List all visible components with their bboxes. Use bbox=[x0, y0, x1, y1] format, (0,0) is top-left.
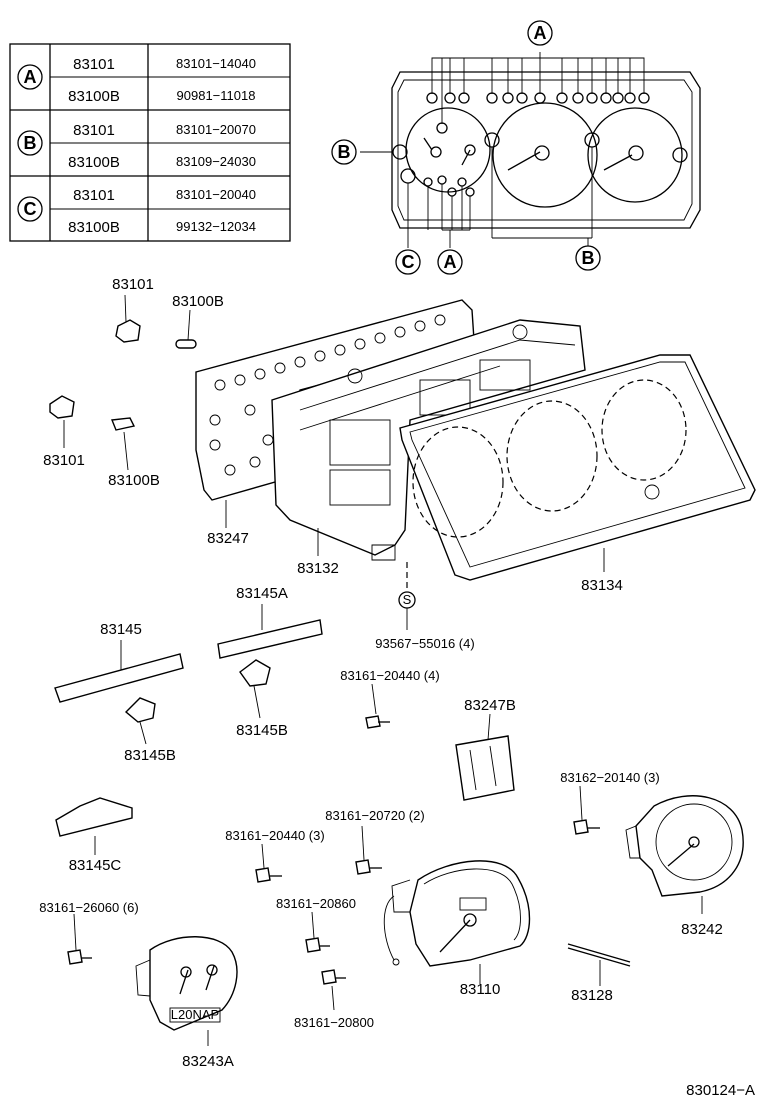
label-screw-83161-20440-3: 83161−20440 (3) bbox=[225, 828, 324, 843]
svg-text:A: A bbox=[444, 252, 457, 272]
shaft-83128 bbox=[567, 943, 631, 986]
svg-text:S: S bbox=[403, 592, 412, 607]
gauge-mark-text: L20NAP bbox=[171, 1007, 219, 1022]
label-83100b-bottom: 83100B bbox=[108, 472, 160, 489]
label-83145b-mid: 83145B bbox=[236, 722, 288, 739]
callout-a-bottom: A bbox=[437, 249, 463, 275]
callout-b-bottom: B bbox=[575, 245, 601, 271]
bulb-83100b-bottom bbox=[111, 417, 136, 471]
speedometer-83110 bbox=[383, 860, 531, 984]
label-83100b-top: 83100B bbox=[172, 293, 224, 310]
socket-83101-bottom bbox=[49, 395, 75, 448]
label-screw-83161-20860: 83161−20860 bbox=[276, 896, 356, 911]
screw-83162-20140 bbox=[573, 785, 600, 835]
bracket-83145c bbox=[55, 797, 133, 855]
screw-83161-20800 bbox=[321, 969, 346, 1011]
label-83134: 83134 bbox=[581, 577, 623, 594]
label-83145: 83145 bbox=[100, 621, 142, 638]
legend-key-c-letter: C bbox=[24, 199, 37, 219]
label-screw-83161-20720: 83161−20720 (2) bbox=[325, 808, 424, 823]
legend-row-number: 83101−20070 bbox=[176, 122, 256, 137]
legend-row-number: 83109−24030 bbox=[176, 154, 256, 169]
label-83132: 83132 bbox=[297, 560, 339, 577]
svg-text:A: A bbox=[534, 23, 547, 43]
label-83145b-left: 83145B bbox=[124, 747, 176, 764]
plate-83145 bbox=[54, 640, 184, 703]
screw-83161-20440-4 bbox=[365, 683, 390, 729]
label-screw-83161-26060: 83161−26060 (6) bbox=[39, 900, 138, 915]
legend-row-part: 83100B bbox=[68, 88, 120, 105]
svg-text:B: B bbox=[338, 142, 351, 162]
label-83128: 83128 bbox=[571, 987, 613, 1004]
legend-row-part: 83101 bbox=[73, 122, 115, 139]
legend-row-number: 90981−11018 bbox=[177, 88, 256, 103]
cap-83145b-mid bbox=[239, 659, 271, 719]
legend-key-a: A bbox=[17, 64, 43, 90]
drawing-code: 830124−A bbox=[686, 1082, 755, 1099]
label-83145c: 83145C bbox=[69, 857, 122, 874]
legend-row-part: 83100B bbox=[68, 219, 120, 236]
label-screw-83161-20440-4: 83161−20440 (4) bbox=[340, 668, 439, 683]
label-screw-93567: 93567−55016 (4) bbox=[375, 636, 474, 651]
meter-lens-83134 bbox=[399, 354, 756, 581]
label-screw-83162-20140: 83162−20140 (3) bbox=[560, 770, 659, 785]
callout-b-left: B bbox=[331, 139, 357, 165]
screw-83161-26060 bbox=[67, 913, 92, 965]
legend-row-part: 83100B bbox=[68, 154, 120, 171]
plate-83145a bbox=[217, 604, 323, 659]
label-83101-bottom: 83101 bbox=[43, 452, 85, 469]
legend-table: A B C 83101 83101−14040 83100B 90981−110… bbox=[9, 43, 291, 242]
legend-row-number: 83101−20040 bbox=[176, 187, 256, 202]
socket-83101-top bbox=[115, 294, 141, 343]
label-83247: 83247 bbox=[207, 530, 249, 547]
screw-83161-20720 bbox=[355, 825, 382, 875]
legend-key-a-letter: A bbox=[24, 67, 37, 87]
screw-83161-20860 bbox=[305, 911, 330, 953]
label-83243a: 83243A bbox=[182, 1053, 234, 1070]
tachometer-83242 bbox=[625, 795, 744, 914]
callout-a-top: A bbox=[527, 20, 553, 46]
screw-s-callout: S bbox=[398, 562, 416, 630]
screw-83161-20440-3 bbox=[255, 843, 282, 883]
cap-83145b-left bbox=[124, 697, 156, 745]
label-83145a: 83145A bbox=[236, 585, 288, 602]
meter-case-83132 bbox=[271, 319, 586, 561]
legend-row-part: 83101 bbox=[73, 56, 115, 73]
legend-key-c: C bbox=[17, 196, 43, 222]
svg-text:B: B bbox=[582, 248, 595, 268]
label-screw-83161-20800: 83161−20800 bbox=[294, 1015, 374, 1030]
label-83247b: 83247B bbox=[464, 697, 516, 714]
label-83101-top: 83101 bbox=[112, 276, 154, 293]
bulb-location-view: A B C A B bbox=[331, 20, 701, 275]
fuel-temp-gauge-83243a: L20NAP bbox=[135, 936, 238, 1046]
callout-c-bottom: C bbox=[395, 249, 421, 275]
label-83242: 83242 bbox=[681, 921, 723, 938]
bulb-83100b-top bbox=[175, 309, 197, 349]
legend-key-b-letter: B bbox=[24, 133, 37, 153]
legend-row-number: 83101−14040 bbox=[176, 56, 256, 71]
legend-row-part: 83101 bbox=[73, 187, 115, 204]
label-83110: 83110 bbox=[460, 981, 501, 998]
svg-text:C: C bbox=[402, 252, 415, 272]
circuit-83247b bbox=[455, 713, 515, 801]
legend-key-b: B bbox=[17, 130, 43, 156]
legend-row-number: 99132−12034 bbox=[176, 219, 256, 234]
